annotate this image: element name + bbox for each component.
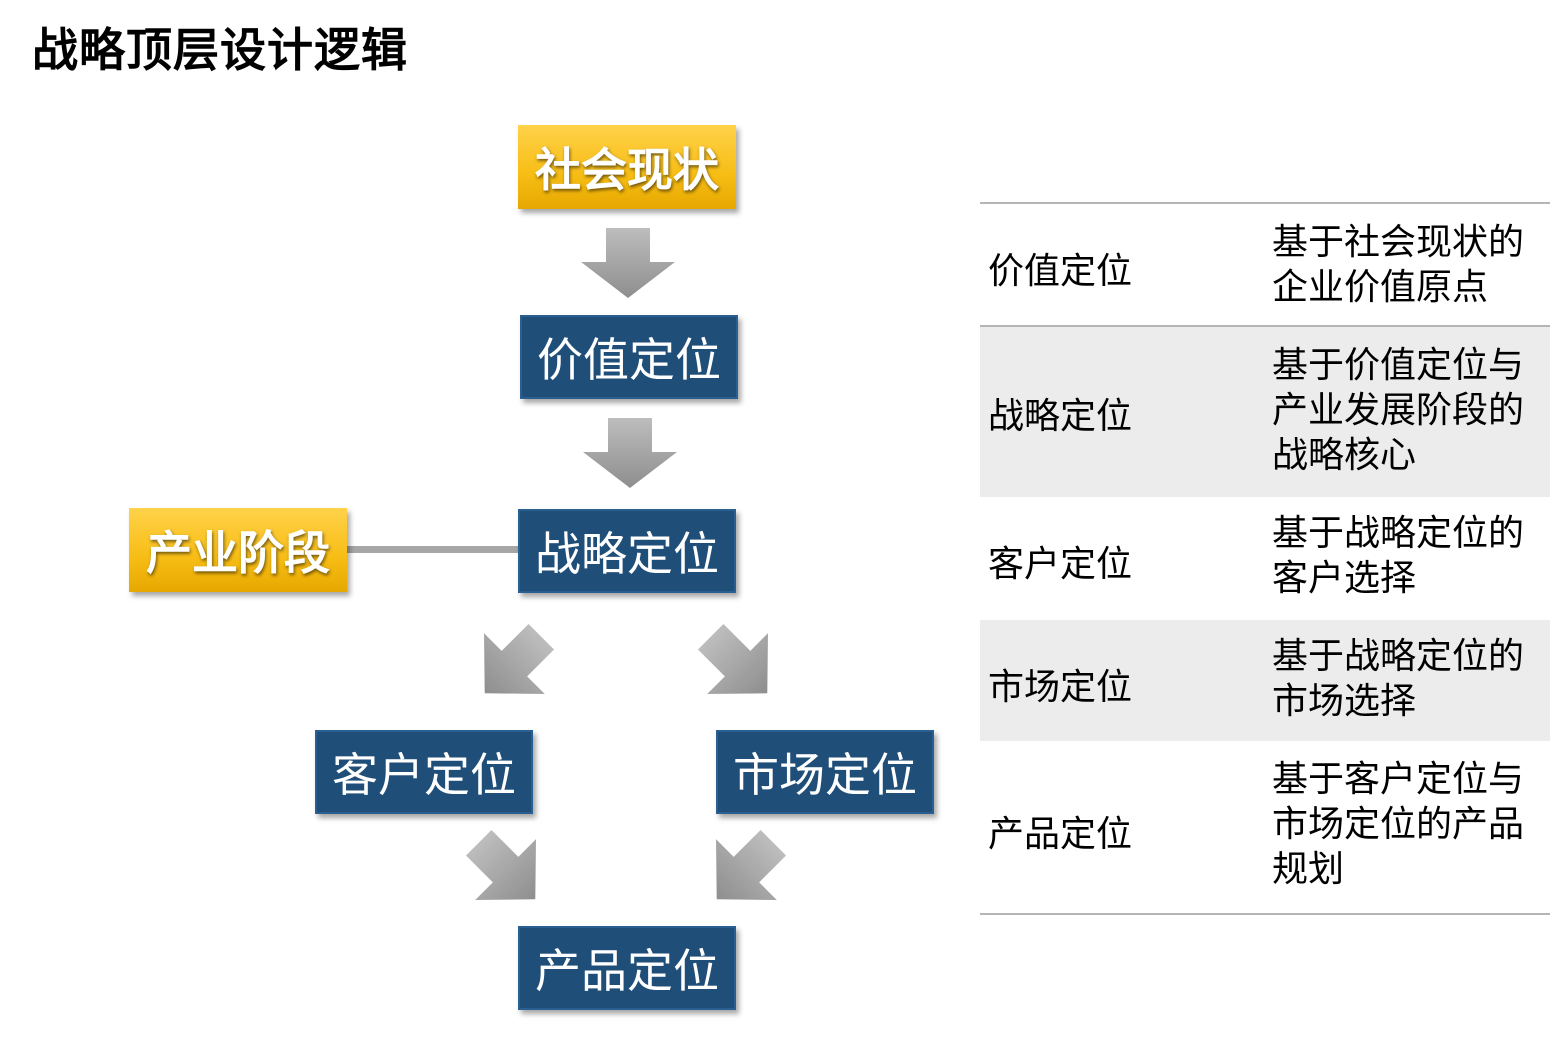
row-description: 基于客户定位与 市场定位的产品 规划 — [1272, 759, 1525, 890]
arrow-down-right-icon — [697, 623, 768, 694]
arrow-down-icon — [581, 228, 675, 298]
node-strategy-positioning: 战略定位 — [518, 509, 736, 593]
row-label: 价值定位 — [988, 251, 1133, 292]
row-label: 客户定位 — [988, 544, 1133, 585]
row-divider — [980, 325, 1550, 327]
node-social-status: 社会现状 — [518, 125, 736, 209]
table-row: 战略定位 基于价值定位与 产业发展阶段的 战略核心 — [980, 327, 1550, 497]
page-title: 战略顶层设计逻辑 — [32, 23, 408, 77]
table-bottom-rule — [980, 913, 1550, 915]
row-description: 基于价值定位与 产业发展阶段的 战略核心 — [1272, 345, 1525, 476]
row-label: 战略定位 — [988, 396, 1133, 437]
row-label: 市场定位 — [988, 667, 1133, 708]
node-industry-stage: 产业阶段 — [129, 508, 347, 592]
table-row: 市场定位 基于战略定位的 市场选择 — [980, 620, 1550, 741]
table-row: 客户定位 基于战略定位的 客户选择 — [980, 497, 1550, 620]
arrow-down-icon — [583, 418, 677, 488]
row-label: 产品定位 — [988, 814, 1133, 855]
node-market-positioning: 市场定位 — [716, 730, 934, 814]
node-product-positioning: 产品定位 — [518, 926, 736, 1010]
arrow-down-right-icon — [465, 829, 536, 900]
table-row: 产品定位 基于客户定位与 市场定位的产品 规划 — [980, 741, 1550, 913]
node-value-positioning: 价值定位 — [520, 315, 738, 399]
arrow-down-left-icon — [484, 623, 555, 694]
connector-line — [345, 546, 521, 553]
row-description: 基于战略定位的 市场选择 — [1272, 636, 1525, 722]
arrow-down-left-icon — [716, 829, 787, 900]
row-description: 基于战略定位的 客户选择 — [1272, 513, 1525, 599]
node-customer-positioning: 客户定位 — [315, 730, 533, 814]
table-row: 价值定位 基于社会现状的 企业价值原点 — [980, 204, 1550, 325]
table-top-rule — [980, 202, 1550, 204]
row-description: 基于社会现状的 企业价值原点 — [1272, 222, 1525, 308]
